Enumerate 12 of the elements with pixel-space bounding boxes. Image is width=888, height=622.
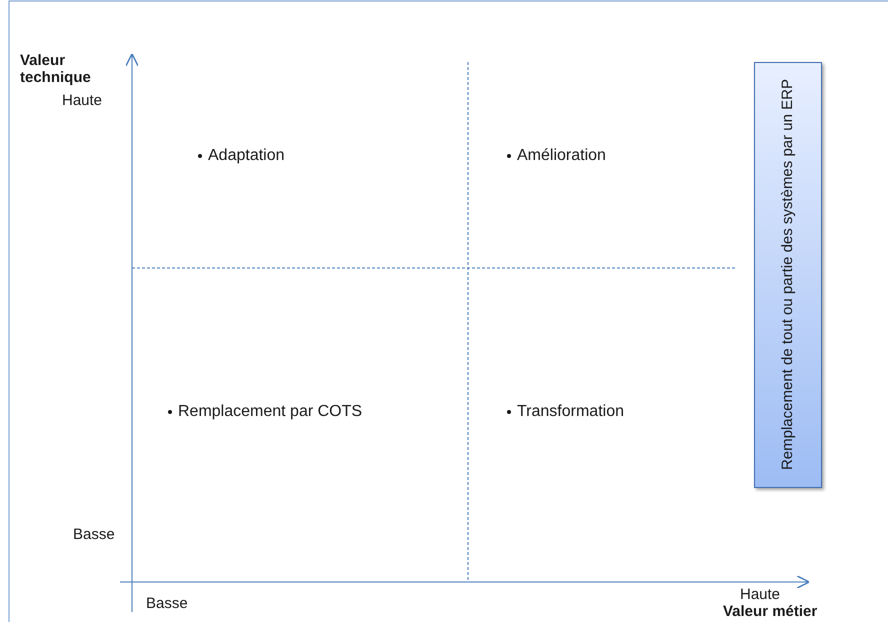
axis-label: Valeur métier xyxy=(723,603,818,620)
axis-label: Haute xyxy=(740,586,780,603)
axis-label: Valeur technique xyxy=(20,52,92,86)
quadrant-item: Remplacement par COTS xyxy=(166,402,362,422)
quadrant-item: Amélioration xyxy=(505,146,606,166)
quadrant-item: Transformation xyxy=(505,402,624,422)
axis-label: Basse xyxy=(146,595,188,612)
quadrant-item: Adaptation xyxy=(196,146,285,166)
axis-label: Haute xyxy=(62,92,102,109)
panel-text: Remplacement de tout ou partie des systèmes par un ERP xyxy=(778,79,797,471)
side-panel xyxy=(754,62,822,488)
axis-label: Basse xyxy=(73,526,115,543)
